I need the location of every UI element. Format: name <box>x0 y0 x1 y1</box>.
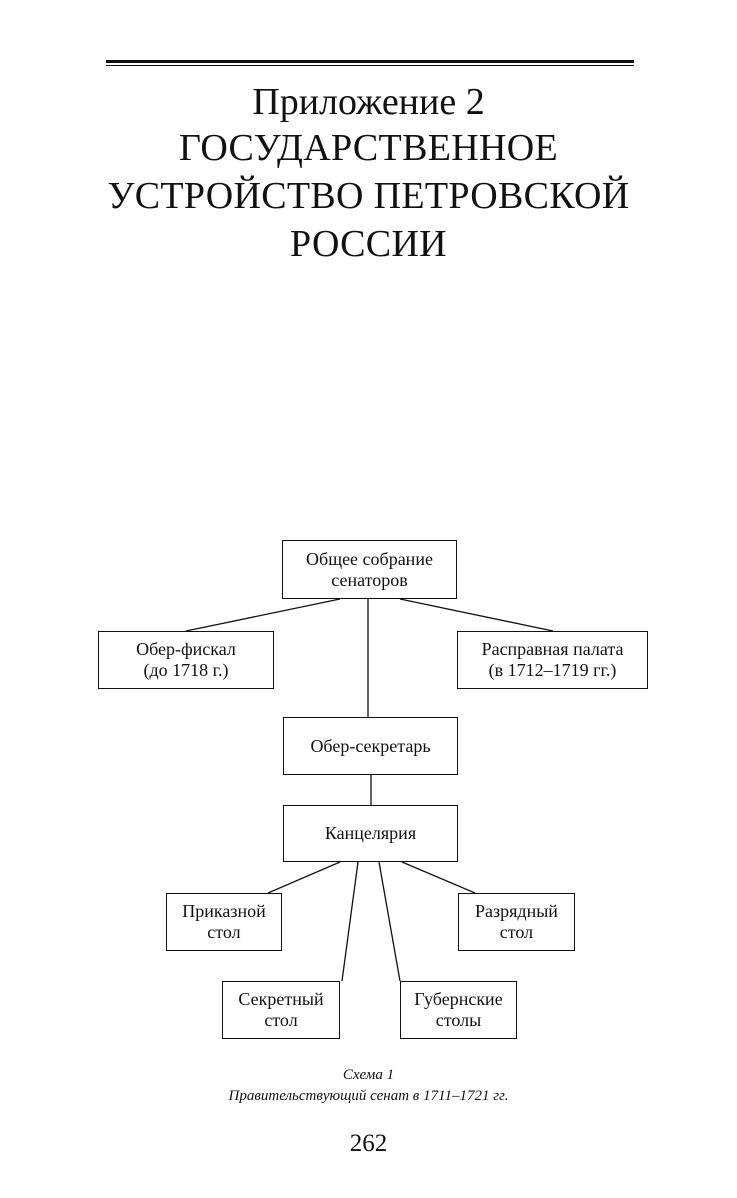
header-rule-thin <box>106 65 634 66</box>
node-razryad-desk-label: Разрядный стол <box>475 901 558 942</box>
node-rasprava-chamber-label: Расправная палата (в 1712–1719 гг.) <box>481 639 624 680</box>
title-line-3: РОССИИ <box>290 223 447 265</box>
node-prikaz-desk: Приказной стол <box>166 893 282 951</box>
node-ober-secretary-label: Обер-секретарь <box>310 735 431 756</box>
appendix-subtitle: Приложение 2 <box>252 81 485 123</box>
header-rule-thick <box>106 60 634 63</box>
node-rasprava-chamber: Расправная палата (в 1712–1719 гг.) <box>457 631 648 689</box>
title-line-2: УСТРОЙСТВО ПЕТРОВСКОЙ <box>107 175 630 217</box>
edge-chancellery-secret <box>341 861 359 982</box>
node-chancellery-label: Канцелярия <box>324 823 417 843</box>
diagram-caption-label: Схема 1 <box>342 1067 395 1083</box>
node-prikaz-desk-label: Приказной стол <box>182 901 266 942</box>
edge-chancellery-razryad <box>401 861 476 894</box>
page-number: 262 <box>349 1130 388 1157</box>
node-ober-secretary: Обер-секретарь <box>283 717 458 775</box>
node-general-assembly-label: Общее собрание сенаторов <box>306 548 433 590</box>
node-secret-desk: Секретный стол <box>222 981 340 1039</box>
node-general-assembly: Общее собрание сенаторов <box>282 540 457 599</box>
node-ober-fiscal-label: Обер-фискал (до 1718 г.) <box>136 639 236 680</box>
edge-chancellery-gubernia <box>378 861 401 982</box>
node-gubernia-desks: Губернские столы <box>400 981 517 1039</box>
node-secret-desk-label: Секретный стол <box>238 989 324 1030</box>
node-razryad-desk: Разрядный стол <box>458 893 575 951</box>
appendix-title: ГОСУДАРСТВЕННОЕ УСТРОЙСТВО ПЕТРОВСКОЙ РО… <box>40 124 697 268</box>
node-chancellery: Канцелярия <box>283 805 458 862</box>
diagram-caption-text: Правительствующий сенат в 1711–1721 гг. <box>228 1088 509 1104</box>
edge-assembly-rasprava <box>399 598 554 632</box>
title-line-1: ГОСУДАРСТВЕННОЕ <box>179 127 558 169</box>
edge-chancellery-prikaz <box>267 861 341 894</box>
node-gubernia-desks-label: Губернские столы <box>414 989 503 1030</box>
edge-assembly-ober-fiscal <box>185 598 341 632</box>
node-ober-fiscal: Обер-фискал (до 1718 г.) <box>98 631 274 689</box>
